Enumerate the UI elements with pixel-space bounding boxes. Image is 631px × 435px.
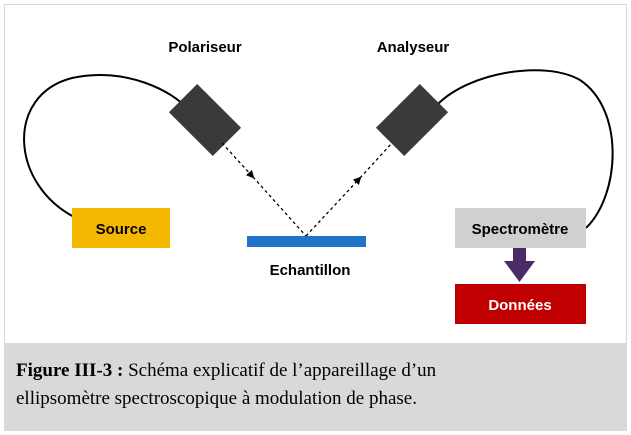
polariseur-label: Polariseur (168, 39, 242, 56)
spectrometre-box (455, 208, 586, 248)
analyseur-label: Analyseur (377, 39, 450, 56)
caption-text-1: Schéma explicatif de l’appareillage d’un (123, 360, 437, 381)
source-label: Source (96, 221, 147, 238)
caption-line-2: ellipsomètre spectroscopique à modulatio… (16, 388, 417, 409)
spectrometre-label: Spectromètre (472, 221, 569, 238)
donnees-label: Données (488, 297, 551, 314)
data-flow-arrow (504, 248, 535, 282)
fiber-analyseur-spectrometre (437, 69, 614, 229)
incident-beam (221, 142, 255, 179)
polariseur-element (168, 83, 242, 157)
echantillon-sample (247, 236, 366, 247)
figure-caption: Figure III-3 : Schéma explicatif de l’ap… (4, 343, 627, 431)
donnees-box (455, 284, 586, 324)
source-box (72, 208, 170, 248)
fiber-source-polariseur (23, 73, 189, 219)
incident-beam-tail (252, 176, 307, 237)
echantillon-label: Echantillon (270, 262, 351, 279)
reflected-beam-tail (359, 142, 393, 179)
caption-line-1: Figure III-3 : Schéma explicatif de l’ap… (16, 357, 627, 385)
analyseur-element (375, 83, 449, 157)
reflected-beam (305, 176, 362, 237)
figure-number: Figure III-3 : (16, 360, 124, 381)
